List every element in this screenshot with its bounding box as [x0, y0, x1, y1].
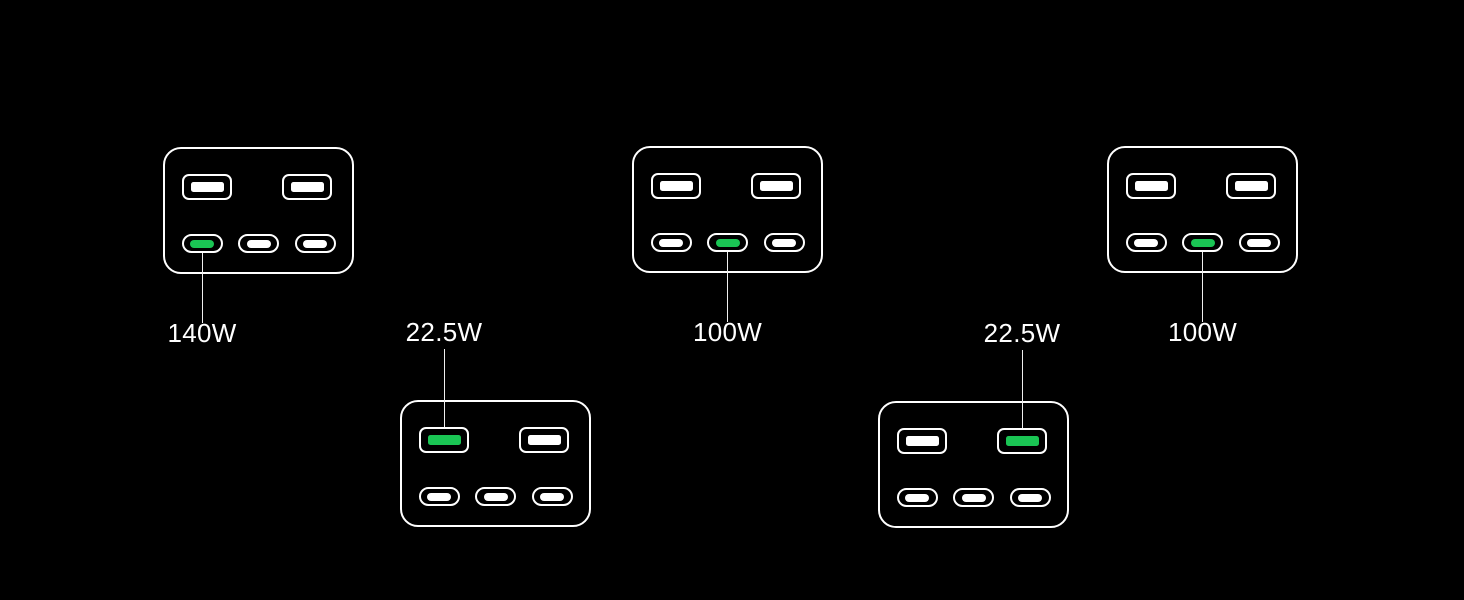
connector-line — [443, 349, 445, 427]
wattage-label: 22.5W — [405, 317, 483, 347]
usb-c-port-3 — [1009, 488, 1051, 507]
usb-c-port-1 — [896, 488, 938, 507]
usb-c-pin — [1018, 493, 1042, 502]
usb-c-pin — [483, 492, 508, 501]
usb-a-pin — [659, 181, 693, 191]
wattage-label: 22.5W — [983, 318, 1061, 348]
connector-line — [727, 252, 728, 322]
usb-c-pin — [190, 239, 214, 248]
usb-a-pin — [1005, 436, 1039, 446]
usb-c-port-2 — [953, 488, 994, 507]
connector-line — [1021, 350, 1023, 428]
usb-a-pin — [759, 181, 793, 191]
usb-c-port-2 — [238, 234, 279, 253]
charger-outline — [163, 147, 354, 274]
wattage-label: 140W — [167, 318, 237, 348]
usb-c-pin — [427, 492, 451, 501]
usb-a-port-2 — [751, 173, 801, 199]
usb-c-pin — [715, 238, 740, 247]
wattage-label: 100W — [692, 317, 763, 347]
usb-c-port-2 — [1182, 233, 1223, 252]
usb-a-port-2 — [1226, 173, 1276, 199]
connector-line — [1202, 252, 1203, 322]
usb-a-port-1 — [419, 427, 469, 453]
usb-a-port-1 — [182, 174, 232, 200]
usb-a-port-2 — [282, 174, 332, 200]
usb-c-port-1 — [650, 233, 692, 252]
charger-outline — [400, 400, 591, 527]
wattage-label: 100W — [1167, 317, 1238, 347]
usb-c-port-1 — [418, 487, 460, 506]
usb-c-pin — [540, 492, 564, 501]
usb-a-pin — [1134, 181, 1168, 191]
usb-c-pin — [659, 238, 683, 247]
charger-outline — [878, 401, 1069, 528]
connector-line — [201, 253, 203, 323]
usb-c-pin — [303, 239, 327, 248]
charger-1: 140W — [163, 147, 354, 346]
usb-c-pin — [1134, 238, 1158, 247]
usb-a-pin — [905, 436, 939, 446]
usb-a-pin — [527, 435, 561, 445]
charger-3: 100W — [632, 146, 823, 345]
usb-a-port-1 — [897, 428, 947, 454]
usb-a-port-2 — [519, 427, 569, 453]
usb-c-port-3 — [763, 233, 805, 252]
usb-c-port-3 — [531, 487, 573, 506]
usb-c-port-1 — [1125, 233, 1167, 252]
usb-c-pin — [961, 493, 986, 502]
usb-c-pin — [905, 493, 929, 502]
usb-c-port-1 — [181, 234, 223, 253]
usb-a-port-1 — [1126, 173, 1176, 199]
charger-2: 22.5W — [400, 319, 591, 527]
charger-5: 100W — [1107, 146, 1298, 345]
usb-c-port-3 — [294, 234, 336, 253]
usb-c-pin — [246, 239, 271, 248]
usb-a-pin — [190, 182, 224, 192]
usb-c-port-2 — [707, 233, 748, 252]
usb-c-pin — [1247, 238, 1271, 247]
usb-c-pin — [772, 238, 796, 247]
usb-a-pin — [1234, 181, 1268, 191]
usb-a-pin — [427, 435, 461, 445]
usb-a-port-2 — [997, 428, 1047, 454]
charger-4: 22.5W — [878, 320, 1069, 528]
usb-c-port-2 — [475, 487, 516, 506]
usb-c-pin — [1190, 238, 1215, 247]
charger-outline — [1107, 146, 1298, 273]
usb-a-pin — [290, 182, 324, 192]
usb-a-port-1 — [651, 173, 701, 199]
usb-c-port-3 — [1238, 233, 1280, 252]
